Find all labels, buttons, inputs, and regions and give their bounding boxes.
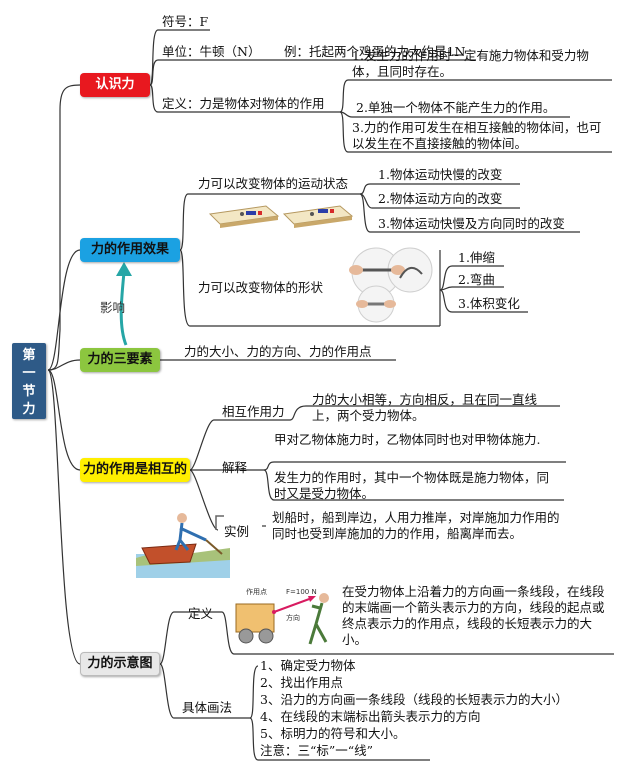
fig-label-force: F=100 N xyxy=(286,588,317,596)
puller-head xyxy=(319,593,329,603)
shape-item-3: 3.体积变化 xyxy=(458,296,520,311)
shape-item-1: 1.伸缩 xyxy=(458,250,495,265)
connector-root-three xyxy=(47,359,81,371)
motion-illustration xyxy=(208,205,354,228)
root-node: 第一节力 xyxy=(12,343,46,419)
connector-motion-3 xyxy=(359,193,580,233)
cart-box xyxy=(235,603,275,633)
connector-steps-top xyxy=(249,665,259,719)
connector-point-1 xyxy=(339,79,612,113)
recognize-node: 认识力 xyxy=(80,73,150,97)
motion-item-2: 2.物体运动方向的改变 xyxy=(378,191,503,206)
boat xyxy=(141,543,197,565)
recognize-point-3: 3.力的作用可发生在相互接触的物体间，也可以发生在不直接接触的物体间。 xyxy=(352,120,602,151)
recognize-label: 认识力 xyxy=(95,77,135,92)
influence-label: 影响 xyxy=(100,300,126,315)
shape-illustration xyxy=(349,247,433,323)
connector-point-3 xyxy=(339,111,612,153)
motion-item-3: 3.物体运动快慢及方向同时的改变 xyxy=(378,216,565,231)
connector-mutual-force xyxy=(189,419,290,471)
diagram-label: 力的示意图 xyxy=(87,656,153,671)
example-text: 划船时，船到岸边，人用力推岸，对岸施加力作用的同时也受到岸施加的力的作用，船离岸… xyxy=(272,510,560,541)
unit-example: 例：托起两个鸡蛋的力大约是1N xyxy=(284,44,466,59)
diagram-definition-label: 定义 xyxy=(188,606,214,621)
connector-method xyxy=(159,663,250,719)
method-step-4: 4、在线段的末端标出箭头表示力的方向 xyxy=(260,709,481,724)
connector-def-text xyxy=(221,611,614,655)
fig-label-dir: 方向 xyxy=(286,613,300,622)
example-label: 实例 xyxy=(224,524,250,539)
diagram-node: 力的示意图 xyxy=(80,652,160,676)
cart-illustration: 作用点 F=100 N 方向 xyxy=(235,587,329,645)
three-elements-label: 力的三要素 xyxy=(87,352,153,367)
boat-illustration xyxy=(136,513,230,578)
puller-body xyxy=(308,602,328,645)
explain-label: 解释 xyxy=(222,460,248,475)
connector-definition xyxy=(149,84,340,113)
symbol-text: 符号：F xyxy=(162,14,209,29)
unit-text: 单位：牛顿（N） xyxy=(162,44,261,59)
connector-shape-3 xyxy=(439,289,528,313)
connector-explain-2 xyxy=(263,469,564,501)
tray-illustration-2 xyxy=(282,205,354,228)
pole xyxy=(205,539,223,555)
method-step-1: 1、确定受力物体 xyxy=(260,658,356,673)
mutual-force-text: 力的大小相等，方向相反，且在同一直线上，两个受力物体。 xyxy=(312,392,538,423)
fig-label-point: 作用点 xyxy=(246,587,267,596)
connector-shape-2 xyxy=(439,286,504,291)
shape-item-2: 2.弯曲 xyxy=(458,272,495,287)
diagram-definition-text: 在受力物体上沿着力的方向画一条线段，在线段的末端画一个箭头表示力的方向，线段的起… xyxy=(342,584,605,647)
method-step-3: 3、沿力的方向画一条线段（线段的长短表示力的大小） xyxy=(260,692,568,707)
connector-steps-bottom xyxy=(249,717,430,761)
mutual-force-label: 相互作用力 xyxy=(222,404,285,419)
three-elements-node: 力的三要素 xyxy=(80,348,160,372)
connector-unit xyxy=(149,59,476,86)
connector-motion xyxy=(179,193,360,251)
connector-shape xyxy=(179,249,440,327)
connector-root-mutual xyxy=(47,369,81,471)
connector-motion-1 xyxy=(359,183,520,195)
method-label: 具体画法 xyxy=(182,700,233,715)
recognize-point-1: 1.发生力的作用时一定有施力物体和受力物体，且同时存在。 xyxy=(352,48,589,79)
motion-item-1: 1.物体运动快慢的改变 xyxy=(378,167,503,182)
motion-text: 力可以改变物体的运动状态 xyxy=(198,176,349,191)
three-elements-text: 力的大小、力的方向、力的作用点 xyxy=(184,344,372,359)
connector-root-diagram xyxy=(47,369,81,665)
root-label: 第一节力 xyxy=(22,348,36,417)
mutual-node: 力的作用是相互的 xyxy=(80,458,190,482)
connector-root-effects xyxy=(47,249,81,371)
connector-explain-1 xyxy=(263,461,566,471)
connector-root-recognize xyxy=(47,84,81,371)
definition-text: 定义：力是物体对物体的作用 xyxy=(162,96,325,111)
explain-item-1: 甲对乙物体施力时，乙物体同时也对甲物体施力. xyxy=(274,432,541,447)
connector-shape-1 xyxy=(439,265,504,291)
tray-illustration-1 xyxy=(208,205,280,228)
force-arrow xyxy=(273,597,313,613)
shape-text: 力可以改变物体的形状 xyxy=(198,280,324,295)
connector-point-2 xyxy=(339,111,570,118)
method-note: 注意：三“标”一“线” xyxy=(260,743,374,758)
method-step-5: 5、标明力的符号和大小。 xyxy=(260,726,406,741)
effects-node: 力的作用效果 xyxy=(80,238,180,262)
person-body xyxy=(174,522,207,551)
mutual-label: 力的作用是相互的 xyxy=(82,462,187,477)
explain-item-2: 发生力的作用时，其中一个物体既是施力物体，同时又是受力物体。 xyxy=(274,470,550,501)
method-step-2: 2、找出作用点 xyxy=(260,675,343,690)
recognize-point-2: 2.单独一个物体不能产生力的作用。 xyxy=(356,100,556,115)
connector-mutual-text xyxy=(289,405,560,421)
connector-def xyxy=(159,611,222,665)
effects-label: 力的作用效果 xyxy=(90,242,169,257)
influence-arrow xyxy=(116,262,132,346)
person-head xyxy=(177,513,187,523)
